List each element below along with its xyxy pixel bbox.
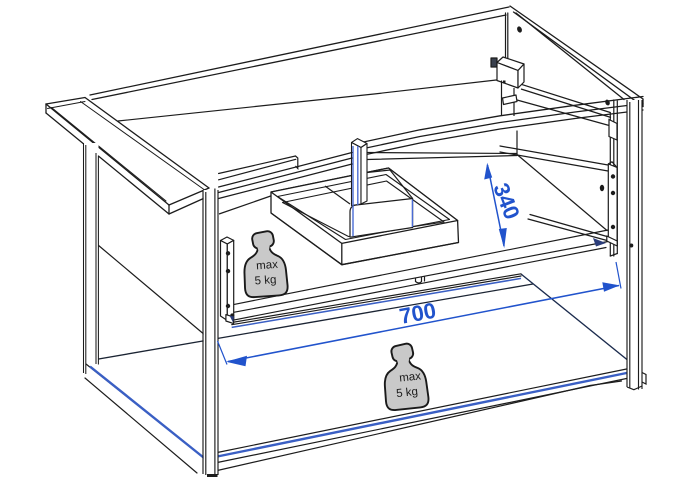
- svg-text:5 kg: 5 kg: [254, 274, 277, 287]
- svg-text:max: max: [399, 370, 422, 384]
- svg-text:5 kg: 5 kg: [396, 386, 419, 400]
- svg-text:max: max: [256, 259, 279, 273]
